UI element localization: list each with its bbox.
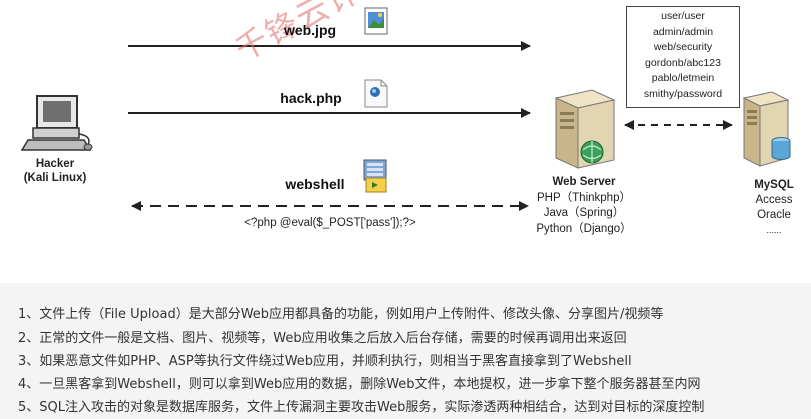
label-web-jpg: web.jpg (283, 22, 337, 38)
image-file-icon (364, 7, 388, 35)
hacker-os: (Kali Linux) (23, 172, 87, 184)
note-1: 1、文件上传（File Upload）是大部分Web应用都具备的功能，例如用户上… (18, 307, 664, 322)
web-server-label: Web Server PHP（Thinkphp） Java（Spring） Py… (536, 175, 631, 237)
database-title: MySQL (754, 179, 794, 191)
upload-attack-diagram: 千锋云计算 web.jpg hack.php webshell <?php @e… (20, 0, 794, 238)
credentials-box: user/user admin/admin web/security gordonb/… (626, 6, 740, 108)
label-webshell: webshell (285, 176, 345, 192)
web-server-stack-1: PHP（Thinkphp） (537, 191, 631, 204)
notes-panel: 1、文件上传（File Upload）是大部分Web应用都具备的功能，例如用户上… (0, 283, 811, 419)
credential-line: admin/admin (652, 25, 714, 38)
web-server-icon (554, 89, 616, 169)
hacker-name: Hacker (35, 158, 75, 170)
database-item-1: Access (755, 194, 793, 206)
credential-line: web/security (653, 41, 713, 54)
php-file-icon (364, 79, 388, 108)
credential-line: smithy/password (643, 87, 723, 100)
credential-line: pablo/letmein (651, 72, 715, 85)
database-server-icon (742, 91, 791, 167)
hacker-label: Hacker (Kali Linux) (24, 157, 87, 185)
database-item-3: ...... (766, 225, 782, 235)
payload-code: <?php @eval($_POST['pass']);?> (244, 217, 416, 229)
credential-line: gordonb/abc123 (645, 56, 721, 69)
web-server-stack-2: Java（Spring） (543, 207, 625, 219)
database-item-2: Oracle (757, 209, 791, 221)
webshell-icon (363, 159, 387, 193)
web-server-stack-3: Python（Django） (536, 222, 632, 235)
note-4: 4、一旦黑客拿到Webshell，则可以拿到Web应用的数据，删除Web文件，本… (18, 377, 701, 392)
note-3: 3、如果恶意文件如PHP、ASP等执行文件绕过Web应用，并顺利执行，则相当于黑… (18, 354, 632, 369)
credentials-list: user/user admin/admin web/security gordonb/… (627, 7, 739, 103)
database-label: MySQL Access Oracle ...... (754, 178, 794, 238)
credential-line: user/user (661, 10, 705, 22)
hacker-computer-icon (20, 95, 93, 151)
label-hack-php: hack.php (280, 90, 342, 106)
note-2: 2、正常的文件一般是文档、图片、视频等，Web应用收集之后放入后台存储，需要的时… (18, 331, 627, 346)
note-5: 5、SQL注入攻击的对象是数据库服务，文件上传漏洞主要攻击Web服务，实际渗透两… (18, 400, 705, 415)
web-server-title: Web Server (552, 176, 616, 188)
diagram-graphics (20, 7, 791, 211)
